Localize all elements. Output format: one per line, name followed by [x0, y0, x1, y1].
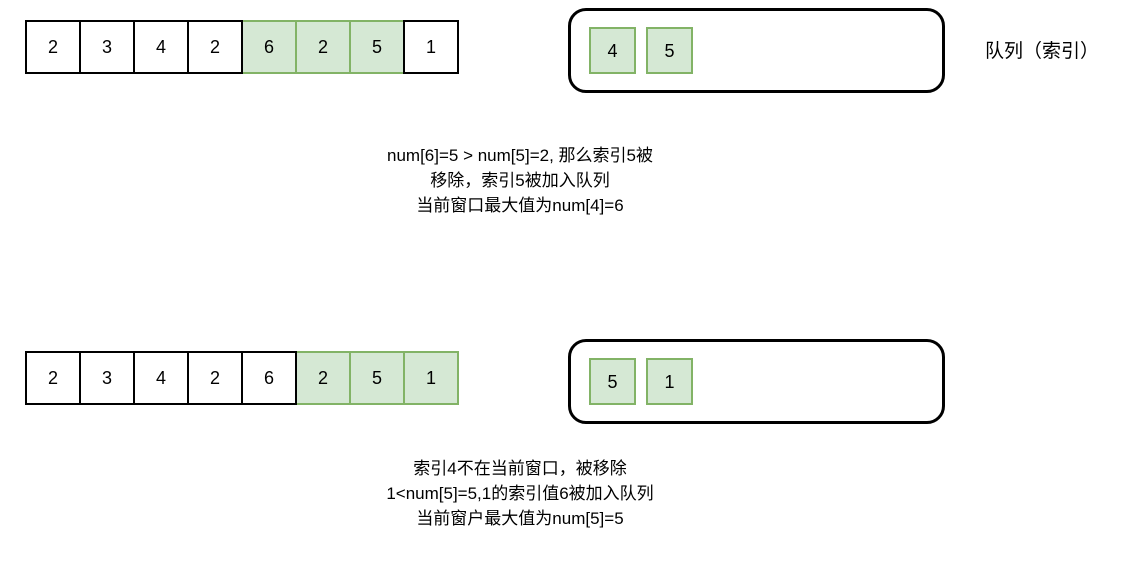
array-cell-highlighted[interactable]: 5 — [349, 351, 405, 405]
queue-item[interactable]: 4 — [589, 27, 636, 74]
array-cell[interactable]: 1 — [403, 20, 459, 74]
array-cell-highlighted[interactable]: 1 — [403, 351, 459, 405]
array-cell[interactable]: 2 — [187, 20, 243, 74]
queue-item[interactable]: 5 — [589, 358, 636, 405]
caption-line: num[6]=5 > num[5]=2, 那么索引5被 — [387, 146, 653, 165]
step-1-caption: num[6]=5 > num[5]=2, 那么索引5被 移除，索引5被加入队列 … — [220, 143, 820, 218]
array-cell-highlighted[interactable]: 2 — [295, 351, 351, 405]
array-cell[interactable]: 2 — [187, 351, 243, 405]
array-cell-highlighted[interactable]: 5 — [349, 20, 405, 74]
caption-line: 当前窗口最大值为num[4]=6 — [416, 196, 624, 215]
queue-container-2: 5 1 — [568, 339, 945, 424]
caption-line: 索引4不在当前窗口，被移除 — [413, 459, 627, 478]
array-cell-highlighted[interactable]: 6 — [241, 20, 297, 74]
caption-line: 1<num[5]=5,1的索引值6被加入队列 — [386, 484, 654, 503]
queue-label: 队列（索引） — [985, 41, 1100, 62]
array-row-2: 2 3 4 2 6 2 5 1 — [25, 351, 459, 405]
array-cell-highlighted[interactable]: 2 — [295, 20, 351, 74]
array-cell[interactable]: 4 — [133, 20, 189, 74]
array-cell[interactable]: 2 — [25, 351, 81, 405]
array-row-1: 2 3 4 2 6 2 5 1 — [25, 20, 459, 74]
queue-item[interactable]: 1 — [646, 358, 693, 405]
array-cell[interactable]: 2 — [25, 20, 81, 74]
array-cell[interactable]: 3 — [79, 20, 135, 74]
array-cell[interactable]: 6 — [241, 351, 297, 405]
caption-line: 移除，索引5被加入队列 — [430, 171, 610, 190]
queue-item[interactable]: 5 — [646, 27, 693, 74]
queue-container-1: 4 5 — [568, 8, 945, 93]
array-cell[interactable]: 4 — [133, 351, 189, 405]
array-cell[interactable]: 3 — [79, 351, 135, 405]
caption-line: 当前窗户最大值为num[5]=5 — [416, 509, 624, 528]
step-2-caption: 索引4不在当前窗口，被移除 1<num[5]=5,1的索引值6被加入队列 当前窗… — [220, 456, 820, 531]
